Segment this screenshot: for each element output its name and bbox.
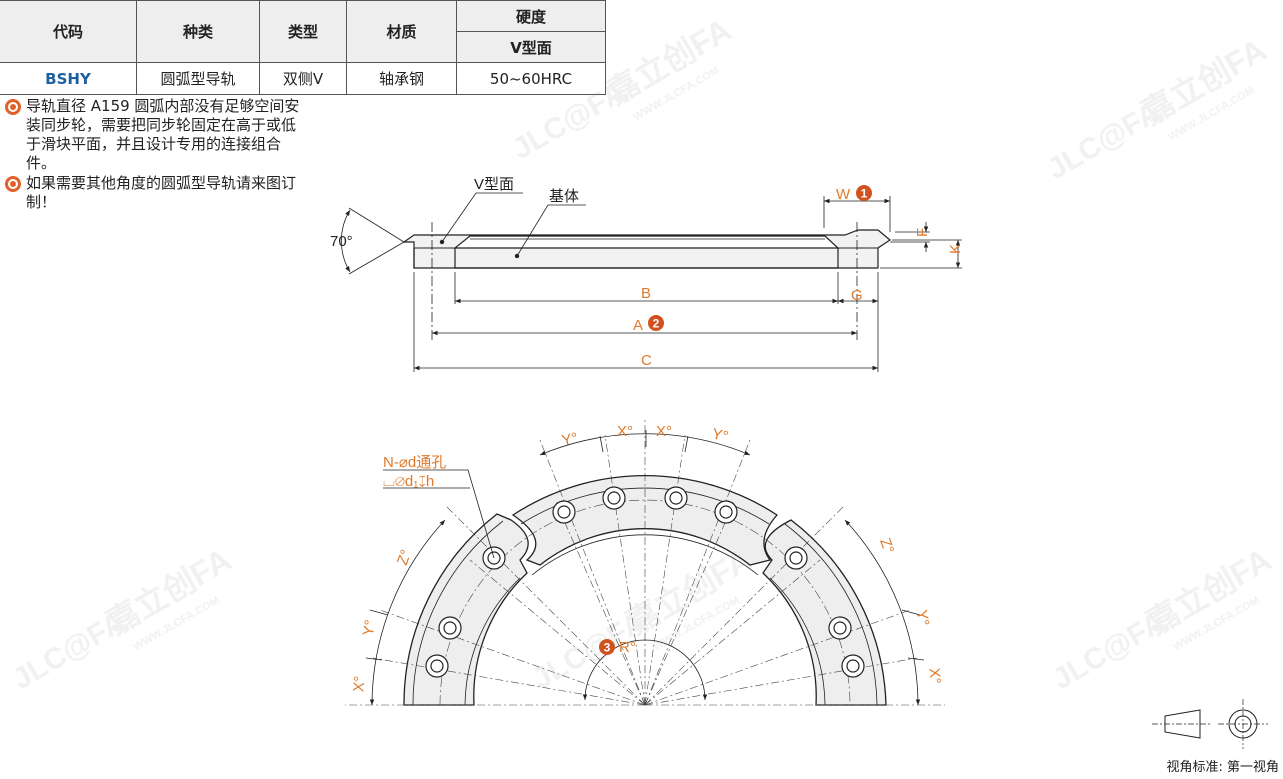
- hole: [425, 654, 449, 678]
- v-groove: [453, 235, 840, 249]
- view-standard-label: 视角标准: 第一视角: [1166, 760, 1279, 775]
- arc-segment-left: [403, 513, 529, 706]
- mounting-holes: [425, 486, 865, 678]
- hole: [438, 616, 462, 640]
- dim-g: G: [851, 287, 863, 304]
- note-text: 导轨直径 A159 圆弧内部没有足够空间安装同步轮，需要把同步轮固定在高于或低于…: [26, 97, 300, 172]
- table-row: BSHY 圆弧型导轨 双侧V 轴承钢 50~60HRC: [0, 62, 606, 95]
- angle-x-top-left: X°: [617, 423, 633, 440]
- header-type: 类型: [259, 0, 347, 63]
- hole: [828, 616, 852, 640]
- cell-code: BSHY: [0, 62, 137, 95]
- bullet-icon: [5, 176, 21, 192]
- notes: 导轨直径 A159 圆弧内部没有足够空间安装同步轮，需要把同步轮固定在高于或低于…: [4, 97, 304, 213]
- badge-2-icon: [648, 315, 664, 331]
- hole: [714, 500, 738, 524]
- projection-symbol-icon: [1152, 699, 1268, 749]
- dim-k: K: [947, 244, 964, 254]
- cell-material: 轴承钢: [346, 62, 457, 95]
- badge-1-text: 1: [861, 187, 868, 201]
- header-hardness: 硬度: [456, 0, 606, 32]
- arc-view: [345, 420, 945, 706]
- dim-w: W: [836, 186, 851, 203]
- dim-a: A: [633, 317, 643, 334]
- dim-b: B: [641, 285, 651, 302]
- note-text: 如果需要其他角度的圆弧型导轨请来图订制！: [26, 174, 297, 211]
- note-item: 如果需要其他角度的圆弧型导轨请来图订制！: [4, 174, 304, 212]
- angle-x-left: X°: [350, 675, 368, 692]
- cell-kind: 圆弧型导轨: [136, 62, 260, 95]
- dim-f: F: [914, 228, 931, 237]
- hole-spec-label-2: ⌴⌀d₁↧h: [383, 473, 434, 490]
- section-labels: 70° V型面 基体 W 1 F K B G A 2 C: [330, 176, 964, 369]
- note-item: 导轨直径 A159 圆弧内部没有足够空间安装同步轮，需要把同步轮固定在高于或低于…: [4, 97, 304, 173]
- arc-labels: N-⌀d通孔 ⌴⌀d₁↧h Y° X° X° Y° Z° Y° X° Z° Y°…: [350, 423, 943, 693]
- bullet-icon: [5, 99, 21, 115]
- section-view: [341, 192, 962, 372]
- v-face-label: V型面: [474, 176, 514, 193]
- badge-3-icon: [599, 639, 615, 655]
- base-label: 基体: [549, 188, 579, 205]
- hole: [784, 546, 808, 570]
- dim-c: C: [641, 352, 652, 369]
- angle-z-left: Z°: [394, 547, 415, 567]
- arc-segment-middle: [511, 474, 778, 566]
- hole: [602, 486, 626, 510]
- angle-x-top-right: X°: [656, 423, 672, 440]
- angle-z-right: Z°: [876, 536, 897, 556]
- hole-spec-label-1: N-⌀d通孔: [383, 454, 446, 471]
- badge-2-text: 2: [653, 317, 660, 331]
- cell-type: 双侧V: [259, 62, 347, 95]
- hole: [552, 500, 576, 524]
- hole: [664, 486, 688, 510]
- spec-table: 代码 种类 类型 材质 硬度 V型面 BSHY 圆弧型导轨 双侧V 轴承钢 50…: [0, 0, 606, 95]
- header-code: 代码: [0, 0, 137, 63]
- angle-x-right: X°: [925, 667, 943, 684]
- badge-3-text: 3: [604, 641, 611, 655]
- hole: [841, 654, 865, 678]
- cell-hardness: 50~60HRC: [456, 62, 606, 95]
- angle-y-right: Y°: [913, 609, 933, 628]
- header-hardness-sub: V型面: [456, 31, 606, 63]
- radius-label: R°: [619, 639, 636, 656]
- angle-y-top-right: Y°: [711, 426, 730, 446]
- angle-label: 70°: [330, 233, 353, 250]
- badge-1-icon: [856, 185, 872, 201]
- angle-y-top-left: Y°: [560, 430, 579, 450]
- angle-y-left: Y°: [360, 619, 380, 638]
